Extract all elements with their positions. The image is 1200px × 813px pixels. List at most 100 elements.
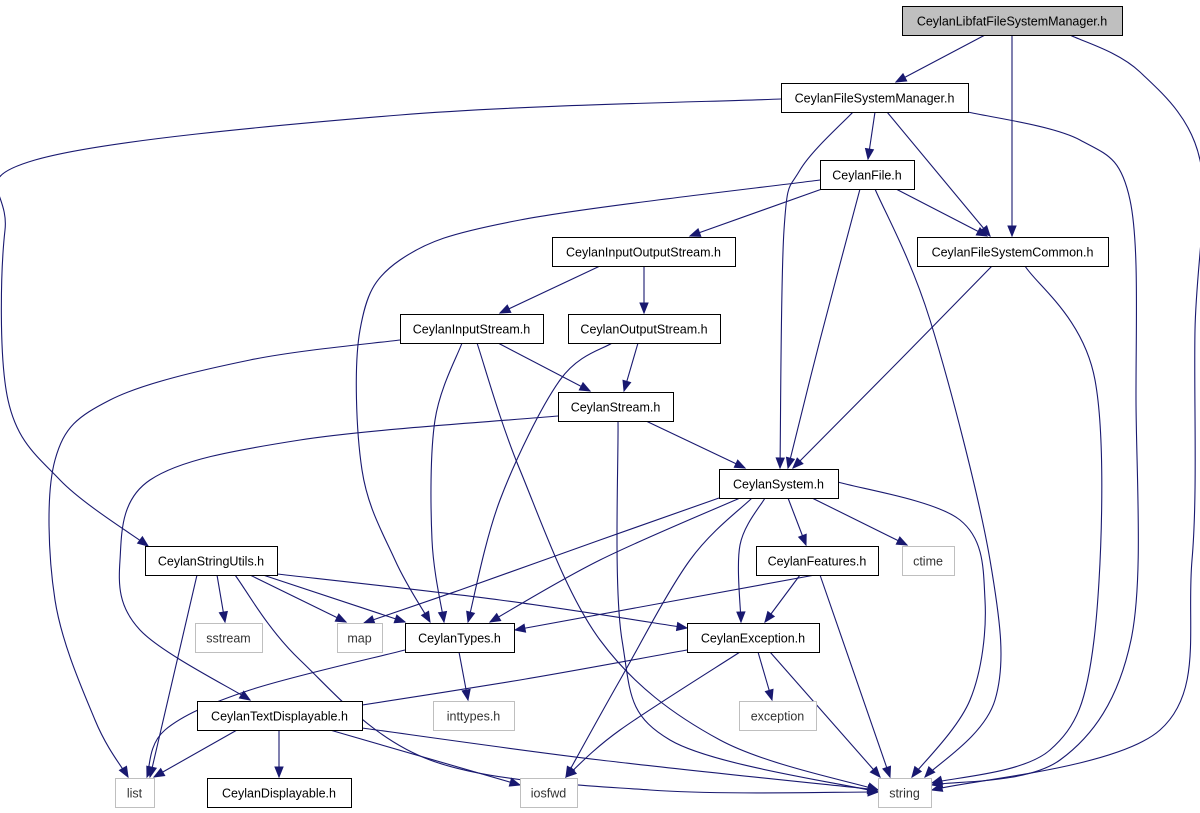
edge-line: [779, 111, 854, 469]
edge-exception-to-string: [769, 651, 881, 779]
edge-stringutils-to-map: [249, 574, 348, 623]
edge-line: [811, 497, 908, 546]
node-box: [781, 83, 969, 113]
edge-line: [737, 497, 766, 623]
edge-stringutils-to-sstream: [216, 574, 228, 624]
edge-line: [329, 649, 688, 711]
edge-iostream-to-outstream: [639, 266, 649, 315]
edge-file-to-types: [355, 179, 821, 624]
edge-exception-to-exceptionstd: [757, 651, 774, 702]
nodes-layer: CeylanLibfatFileSystemManager.hCeylanFil…: [115, 6, 1123, 808]
node-map: map: [337, 623, 383, 653]
node-box: [558, 392, 674, 422]
edge-libfat-to-fsmanager: [894, 34, 986, 83]
node-types[interactable]: CeylanTypes.h: [405, 623, 515, 653]
node-box: [878, 778, 932, 808]
edge-file-to-string: [874, 188, 1002, 778]
node-label: CeylanFile.h: [832, 169, 902, 183]
edge-line: [565, 651, 741, 778]
edge-line: [0, 98, 782, 547]
edge-arrowhead: [498, 304, 512, 314]
node-instream[interactable]: CeylanInputStream.h: [400, 314, 544, 344]
node-textdisplayable[interactable]: CeylanTextDisplayable.h: [197, 701, 363, 731]
edge-fsmanager-to-system: [775, 111, 854, 470]
edge-arrowhead: [882, 765, 892, 779]
edge-arrowhead: [864, 147, 875, 161]
node-list: list: [115, 778, 155, 808]
node-stream[interactable]: CeylanStream.h: [558, 392, 674, 422]
node-outstream[interactable]: CeylanOutputStream.h: [568, 314, 721, 344]
edge-arrowhead: [564, 766, 578, 778]
node-fsmanager[interactable]: CeylanFileSystemManager.h: [781, 83, 969, 113]
edge-system-to-exception: [736, 497, 766, 624]
node-box: [902, 546, 955, 576]
node-label: CeylanInputOutputStream.h: [566, 246, 721, 260]
edge-arrowhead: [488, 612, 502, 623]
edge-instream-to-list: [48, 339, 401, 779]
edge-line: [931, 265, 1103, 784]
edge-arrowhead: [688, 228, 702, 237]
node-label: CeylanException.h: [701, 632, 805, 646]
edge-arrowhead: [238, 690, 252, 701]
node-label: sstream: [206, 632, 250, 646]
node-iostream[interactable]: CeylanInputOutputStream.h: [552, 237, 736, 267]
edge-fscommon-to-system: [792, 265, 993, 469]
node-libfat[interactable]: CeylanLibfatFileSystemManager.h: [902, 6, 1123, 36]
node-box: [433, 701, 515, 731]
node-file[interactable]: CeylanFile.h: [820, 160, 915, 190]
edge-line: [149, 574, 198, 778]
edge-arrowhead: [639, 302, 649, 315]
edge-line: [689, 188, 823, 237]
node-label: CeylanSystem.h: [733, 478, 824, 492]
edge-stringutils-to-exception: [276, 573, 689, 632]
node-box: [145, 546, 278, 576]
edge-file-to-system: [785, 188, 861, 470]
edge-features-to-exception: [764, 574, 801, 624]
edge-instream-to-stream: [497, 342, 592, 392]
node-fscommon[interactable]: CeylanFileSystemCommon.h: [917, 237, 1109, 267]
edge-line: [819, 574, 891, 778]
edge-arrowhead: [136, 535, 150, 547]
node-stringutils[interactable]: CeylanStringUtils.h: [145, 546, 278, 576]
edge-line: [262, 574, 406, 623]
node-ctime: ctime: [902, 546, 955, 576]
node-box: [552, 237, 736, 267]
node-sstream: sstream: [195, 623, 263, 653]
edge-arrowhead: [218, 610, 228, 624]
node-box: [820, 160, 915, 190]
edge-line: [276, 573, 688, 629]
edge-outstream-to-stream: [622, 342, 639, 393]
edge-arrowhead: [393, 614, 407, 624]
edge-line: [118, 415, 559, 701]
node-label: CeylanFileSystemManager.h: [795, 92, 955, 106]
edge-line: [489, 497, 741, 623]
edges-layer: [0, 34, 1200, 797]
node-box: [115, 778, 155, 808]
edge-line: [616, 420, 879, 793]
edge-arrowhead: [894, 72, 908, 83]
edge-system-to-types: [488, 497, 741, 623]
node-box: [739, 701, 817, 731]
node-box: [195, 623, 263, 653]
edge-line: [769, 651, 881, 778]
node-displayable[interactable]: CeylanDisplayable.h: [207, 778, 352, 808]
node-features[interactable]: CeylanFeatures.h: [756, 546, 879, 576]
node-box: [687, 623, 820, 653]
edge-arrowhead: [274, 766, 284, 779]
node-label: CeylanTypes.h: [418, 632, 501, 646]
edge-arrowhead: [622, 379, 632, 393]
edge-features-to-types: [513, 574, 816, 633]
edge-arrowhead: [420, 610, 431, 624]
edge-arrowhead: [466, 610, 476, 624]
edge-arrowhead: [461, 688, 471, 702]
edge-arrowhead: [869, 766, 881, 779]
node-label: inttypes.h: [447, 710, 501, 724]
edge-arrowhead: [437, 610, 448, 624]
edge-arrowhead: [578, 381, 592, 392]
edge-line: [886, 111, 991, 237]
edge-arrowhead: [362, 615, 376, 625]
node-system[interactable]: CeylanSystem.h: [719, 469, 839, 499]
node-exception[interactable]: CeylanException.h: [687, 623, 820, 653]
edge-arrowhead: [775, 457, 785, 470]
node-label: CeylanStringUtils.h: [158, 555, 264, 569]
